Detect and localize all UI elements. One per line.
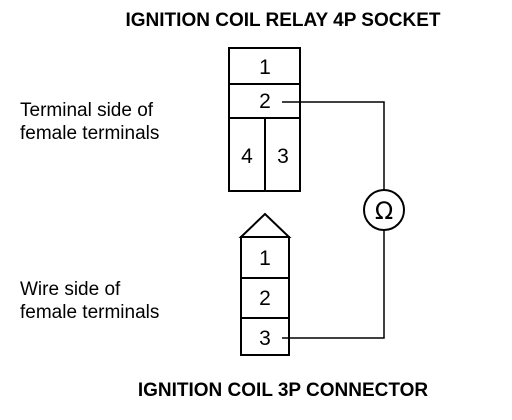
coil-connector-outline [240, 236, 290, 356]
coil-pin-2: 2 [259, 287, 271, 310]
terminal-side-label-line2: female terminals [20, 123, 159, 144]
coil-pin-3: 3 [259, 327, 271, 350]
test-lead-wire-top [282, 101, 385, 190]
relay-pin-3: 3 [277, 145, 289, 168]
wire-side-label-line2: female terminals [20, 302, 159, 323]
ohm-symbol-icon: Ω [375, 197, 393, 225]
connector-key-triangle [238, 212, 292, 238]
relay-pin-4: 4 [241, 145, 253, 168]
relay-pin-2: 2 [259, 90, 271, 113]
terminal-side-label-line1: Terminal side of [20, 100, 154, 121]
ohmmeter-circle [363, 189, 405, 231]
coil-pin-1: 1 [259, 247, 271, 270]
coil-connector-title: IGNITION COIL 3P CONNECTOR [138, 380, 429, 401]
relay-pin-1: 1 [259, 56, 271, 79]
relay-socket: 1 2 4 3 [228, 47, 301, 192]
test-lead-wire-bottom [282, 230, 385, 339]
relay-socket-title: IGNITION COIL RELAY 4P SOCKET [126, 10, 441, 31]
wire-side-label-line1: Wire side of [20, 279, 121, 300]
ohmmeter: Ω [363, 189, 405, 231]
coil-connector: 1 2 3 [238, 212, 292, 356]
